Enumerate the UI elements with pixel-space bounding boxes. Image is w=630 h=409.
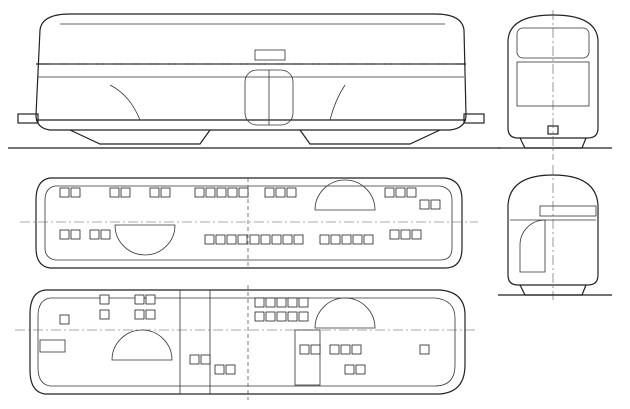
seat	[70, 187, 81, 198]
seat	[384, 187, 395, 198]
seat	[227, 187, 238, 198]
seat	[351, 344, 362, 355]
seat	[215, 234, 226, 245]
seat	[260, 234, 271, 245]
seat	[249, 234, 260, 245]
seat	[276, 297, 287, 308]
seat	[99, 294, 110, 305]
seat	[265, 311, 276, 322]
seat	[134, 309, 145, 320]
seat	[319, 234, 330, 245]
seat	[286, 187, 297, 198]
seat	[329, 344, 340, 355]
seat	[216, 187, 227, 198]
seat	[238, 187, 249, 198]
seat	[237, 234, 248, 245]
seat	[225, 364, 236, 375]
seat	[264, 187, 275, 198]
seat	[395, 187, 406, 198]
seat	[411, 229, 422, 240]
seat	[145, 294, 156, 305]
seat	[254, 297, 265, 308]
seat	[59, 314, 70, 325]
seat	[275, 187, 286, 198]
seat	[298, 297, 309, 308]
seat	[59, 187, 70, 198]
seat	[287, 311, 298, 322]
seat	[59, 229, 70, 240]
seat	[194, 187, 205, 198]
seat	[400, 229, 411, 240]
seat	[341, 234, 352, 245]
seat	[298, 311, 309, 322]
seat	[355, 364, 366, 375]
cross-section	[498, 165, 612, 300]
seat	[189, 354, 200, 365]
seat	[282, 234, 293, 245]
seat	[226, 234, 237, 245]
seat	[149, 187, 160, 198]
seat	[109, 187, 120, 198]
seat	[310, 344, 321, 355]
seat	[330, 234, 341, 245]
seat	[160, 187, 171, 198]
seat	[406, 187, 417, 198]
seat	[287, 297, 298, 308]
seat	[344, 364, 355, 375]
seat	[134, 294, 145, 305]
upper-deck-seats	[59, 187, 441, 245]
seat	[204, 234, 215, 245]
seat	[205, 187, 216, 198]
seat	[293, 234, 304, 245]
seat	[120, 187, 131, 198]
side-elevation	[8, 13, 500, 149]
seat	[276, 311, 287, 322]
seat	[254, 311, 265, 322]
seat	[430, 199, 441, 210]
seat	[389, 229, 400, 240]
seat	[70, 229, 81, 240]
seat	[265, 297, 276, 308]
seat	[214, 364, 225, 375]
seat	[271, 234, 282, 245]
end-elevation	[498, 10, 612, 160]
lower-deck-seats	[59, 294, 430, 375]
seat	[299, 344, 310, 355]
seat	[352, 234, 363, 245]
seat	[89, 229, 100, 240]
seat	[419, 199, 430, 210]
seat	[340, 344, 351, 355]
seat	[200, 354, 211, 365]
seat	[99, 309, 110, 320]
lower-deck-plan	[15, 285, 478, 400]
upper-deck-plan	[20, 177, 478, 269]
seat	[100, 229, 111, 240]
seat	[419, 344, 430, 355]
seat	[363, 234, 374, 245]
seat	[145, 309, 156, 320]
